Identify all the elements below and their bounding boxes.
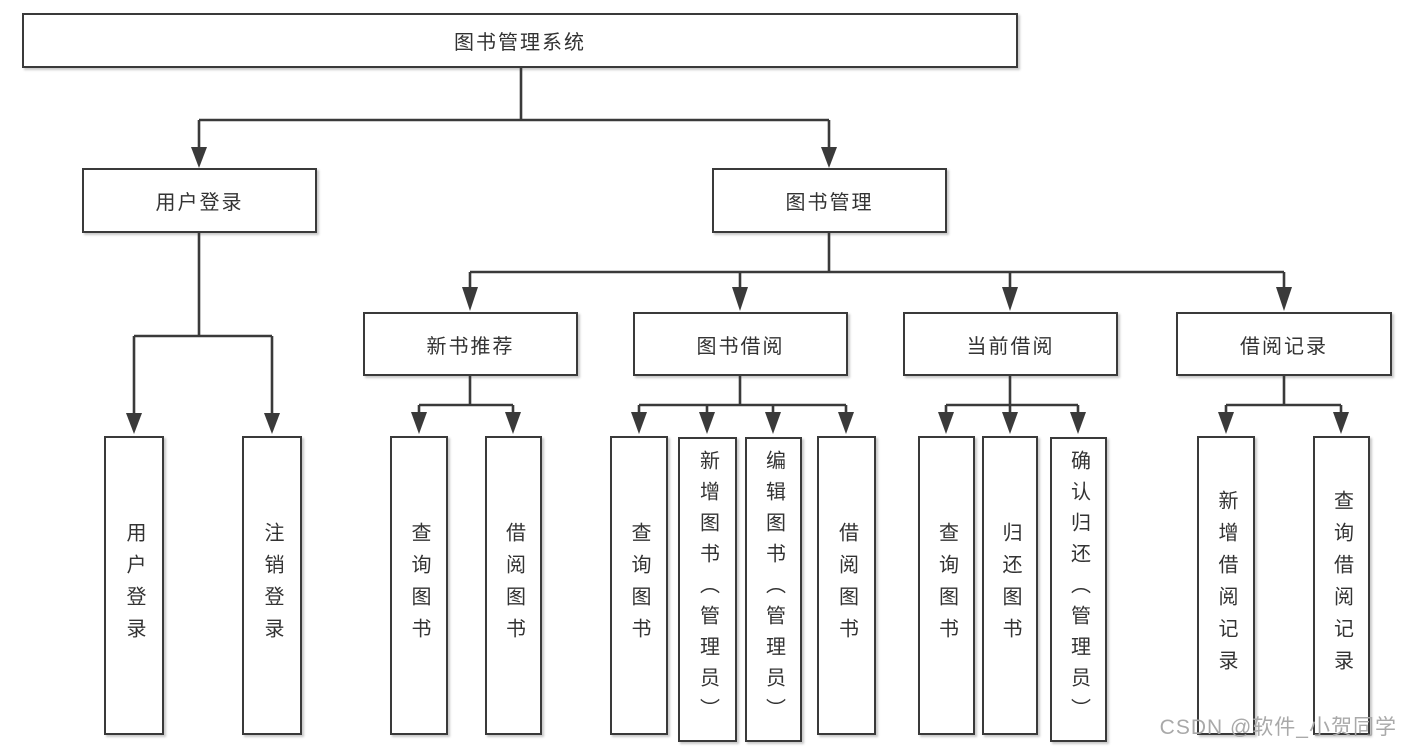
leaf-logout: 注销登录 xyxy=(242,436,302,735)
node-new-book-recommend-label: 新书推荐 xyxy=(426,335,515,358)
leaf-query-books-2: 查询图书 xyxy=(610,436,668,735)
leaf-borrow-books-1: 借阅图书 xyxy=(485,436,542,735)
node-current-borrow: 当前借阅 xyxy=(903,312,1118,376)
leaf-logout-label: 注销登录 xyxy=(261,521,283,650)
leaf-confirm-return-admin: 确认归还（管理员） xyxy=(1050,437,1107,742)
leaf-borrow-books-2-label: 借阅图书 xyxy=(835,521,858,650)
leaf-user-login-label: 用户登录 xyxy=(123,521,145,650)
node-borrow-records: 借阅记录 xyxy=(1176,312,1392,376)
node-new-book-recommend: 新书推荐 xyxy=(363,312,578,376)
node-root: 图书管理系统 xyxy=(22,13,1018,68)
node-book-borrow-label: 图书借阅 xyxy=(696,335,785,358)
leaf-return-books: 归还图书 xyxy=(982,436,1038,735)
node-book-management: 图书管理 xyxy=(712,168,947,233)
node-borrow-records-label: 借阅记录 xyxy=(1240,335,1328,358)
leaf-add-book-admin: 新增图书（管理员） xyxy=(678,437,737,742)
leaf-return-books-label: 归还图书 xyxy=(999,521,1021,650)
leaf-user-login: 用户登录 xyxy=(104,436,164,735)
leaf-add-borrow-record-label: 新增借阅记录 xyxy=(1215,489,1237,682)
leaf-query-borrow-record: 查询借阅记录 xyxy=(1313,436,1370,735)
leaf-query-borrow-record-label: 查询借阅记录 xyxy=(1330,489,1353,682)
node-book-borrow: 图书借阅 xyxy=(633,312,848,376)
leaf-query-books-2-label: 查询图书 xyxy=(628,521,650,650)
node-book-management-label: 图书管理 xyxy=(785,192,874,214)
leaf-query-books-3: 查询图书 xyxy=(918,436,975,735)
node-root-label: 图书管理系统 xyxy=(454,32,586,54)
leaf-query-books-1-label: 查询图书 xyxy=(408,521,430,650)
node-user-login-label: 用户登录 xyxy=(155,192,244,214)
leaf-confirm-return-admin-label: 确认归还（管理员） xyxy=(1067,450,1090,729)
leaf-borrow-books-1-label: 借阅图书 xyxy=(502,521,525,650)
node-current-borrow-label: 当前借阅 xyxy=(966,335,1055,358)
leaf-edit-book-admin: 编辑图书（管理员） xyxy=(745,437,802,742)
leaf-add-book-admin-label: 新增图书（管理员） xyxy=(696,450,719,729)
leaf-edit-book-admin-label: 编辑图书（管理员） xyxy=(762,450,785,729)
leaf-borrow-books-2: 借阅图书 xyxy=(817,436,876,735)
node-user-login: 用户登录 xyxy=(82,168,317,233)
leaf-query-books-1: 查询图书 xyxy=(390,436,448,735)
watermark: CSDN @软件_小贺同学 xyxy=(1159,716,1397,739)
leaf-add-borrow-record: 新增借阅记录 xyxy=(1197,436,1255,735)
leaf-query-books-3-label: 查询图书 xyxy=(935,521,958,650)
